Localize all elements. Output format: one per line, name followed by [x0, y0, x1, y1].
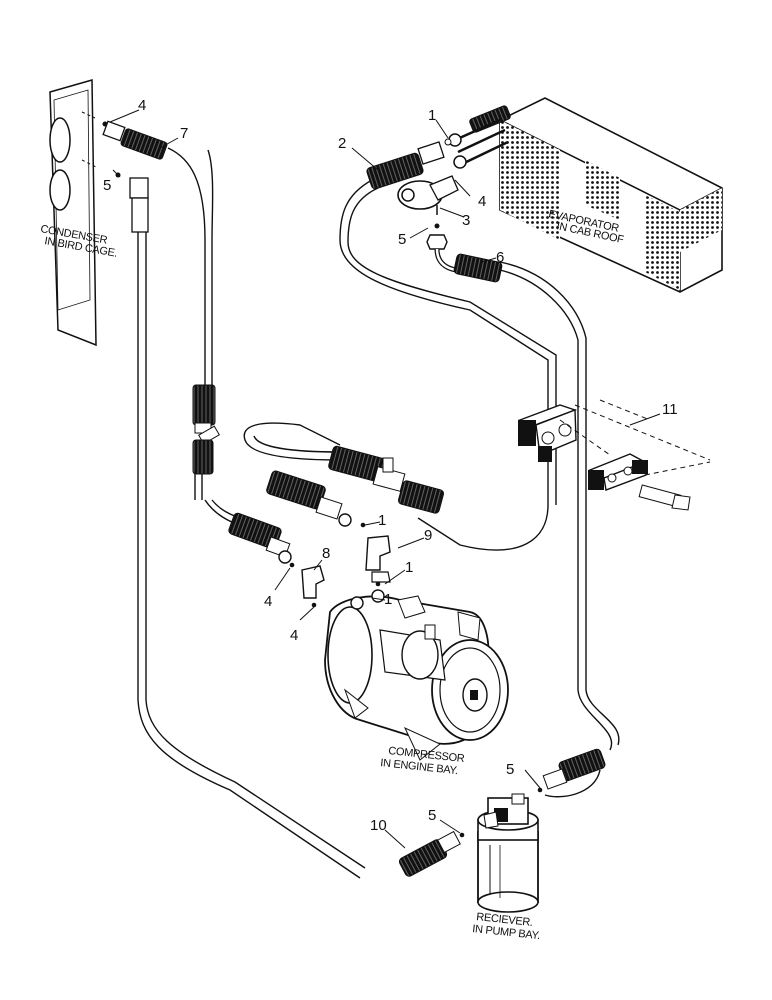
compressor-hoses: [228, 445, 444, 608]
callout-4-mid: 4: [264, 593, 272, 610]
evaporator: EVAPORATOR IN CAB ROOF: [448, 97, 723, 293]
callout-1-lower: 1: [405, 559, 413, 576]
callout-10: 10: [370, 817, 387, 834]
callout-4-low: 4: [290, 627, 298, 644]
callout-8: 8: [322, 545, 330, 562]
callout-11: 11: [662, 401, 678, 418]
receiver-label-1: RECIEVER.: [476, 911, 534, 929]
mid-tee-fitting: [192, 384, 220, 475]
callout-5-evaporator: 5: [398, 231, 406, 248]
hose-6-line: [499, 269, 613, 751]
condenser: CONDENSER IN BIRD CAGE.: [39, 79, 168, 347]
expansion-valve-group: [366, 138, 503, 283]
callout-4-condenser: 4: [138, 97, 146, 114]
callout-6: 6: [496, 249, 504, 266]
hose-bracket: [517, 399, 711, 511]
callout-4-evaporator: 4: [478, 193, 486, 210]
callout-5-receiver-outlet: 5: [428, 807, 436, 824]
receiver: RECIEVER. IN PUMP BAY.: [398, 748, 606, 942]
hose-7-line: [167, 147, 206, 385]
callout-3: 3: [462, 212, 470, 229]
callout-2: 2: [338, 135, 346, 152]
callout-1-compressor: 1: [384, 591, 392, 608]
leader-lines: [109, 109, 661, 849]
hose-10-line: [137, 232, 361, 879]
callout-1-evaporator: 1: [428, 107, 436, 124]
callout-5-condenser: 5: [103, 177, 111, 194]
callout-7: 7: [180, 125, 188, 142]
callout-1-mid: 1: [378, 512, 386, 529]
compressor: COMPRESSOR IN ENGINE BAY.: [324, 589, 509, 777]
callout-numbers: 4 5 7 1 2 3 4 5 6 11 1 9 8 1 4 4 1 5 5 1…: [103, 97, 678, 834]
callout-9: 9: [424, 527, 432, 544]
callout-5-receiver-inlet: 5: [506, 761, 514, 778]
hose-2-line: [339, 179, 549, 551]
